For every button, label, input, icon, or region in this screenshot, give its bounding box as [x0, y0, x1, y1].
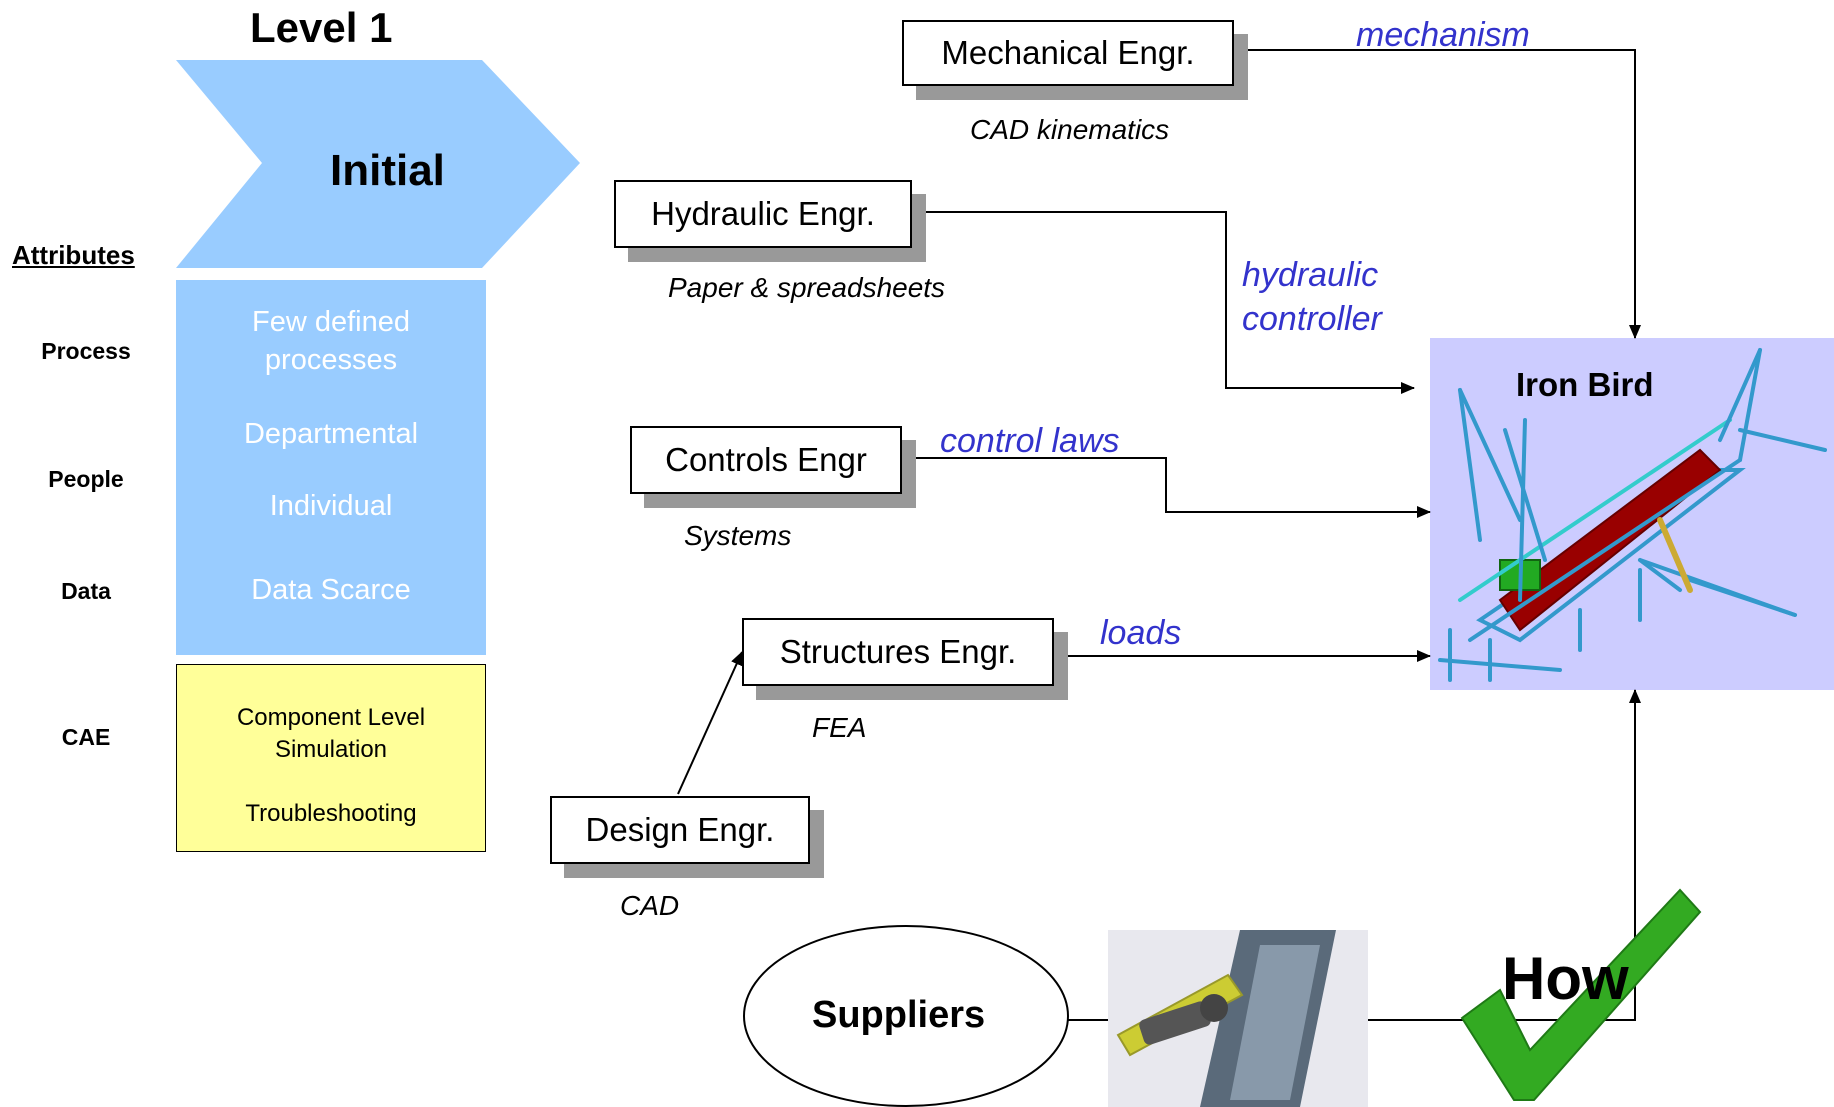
process-text-line1: Few defined	[252, 306, 410, 338]
controls-engr-box: Controls Engr	[630, 426, 902, 494]
hydraulic-engr-box: Hydraulic Engr.	[614, 180, 912, 248]
structures-engr-box: Structures Engr.	[742, 618, 1054, 686]
mechanical-engr-tool: CAD kinematics	[970, 114, 1170, 145]
suppliers-label: Suppliers	[812, 994, 986, 1036]
stage-label: Initial	[330, 146, 445, 195]
hydraulic-output-line1: hydraulic	[1242, 256, 1379, 294]
attribute-process: Process	[41, 338, 131, 364]
mechanism-connector	[1232, 49, 1641, 339]
process-text-line2: processes	[264, 344, 398, 376]
attribute-data: Data	[61, 578, 111, 604]
cae-text-line2: Simulation	[274, 736, 388, 763]
structures-engr-tool: FEA	[812, 712, 867, 743]
control-laws-connector	[912, 457, 1431, 518]
controls-engr-tool: Systems	[684, 520, 792, 551]
supplier-part-photo-icon	[1108, 930, 1368, 1107]
iron-bird-label: Iron Bird	[1516, 366, 1654, 403]
attributes-panel	[176, 280, 486, 655]
people-text-line1: Departmental	[243, 418, 419, 450]
hydraulic-output-line2: controller	[1242, 300, 1382, 338]
mechanical-engr-box: Mechanical Engr.	[902, 20, 1234, 86]
suppliers-node	[743, 925, 1069, 1107]
mechanism-label: mechanism	[1356, 16, 1530, 54]
attribute-people: People	[48, 466, 124, 492]
design-engr-tool: CAD	[620, 890, 680, 921]
iron-bird-rig-icon	[1438, 348, 1827, 682]
cae-text-line1: Component Level	[236, 704, 426, 731]
people-text-line2: Individual	[269, 490, 393, 522]
loads-label: loads	[1100, 614, 1182, 652]
level-title: Level 1	[250, 4, 393, 51]
hydraulic-connector	[926, 211, 1415, 394]
design-engr-box: Design Engr.	[550, 796, 810, 864]
design-to-structures-connector	[677, 651, 743, 795]
attributes-heading: Attributes	[12, 240, 135, 270]
cae-panel	[176, 664, 486, 852]
control-laws-label: control laws	[940, 422, 1120, 460]
attribute-cae: CAE	[61, 724, 111, 750]
level-chevron	[176, 60, 580, 268]
data-text: Data Scarce	[251, 574, 411, 606]
cae-text-line3: Troubleshooting	[245, 800, 417, 827]
how-label: How	[1502, 945, 1629, 1012]
check-mark-icon	[1460, 888, 1702, 1101]
hydraulic-engr-tool: Paper & spreadsheets	[668, 272, 946, 303]
how-connector	[1368, 689, 1641, 1021]
